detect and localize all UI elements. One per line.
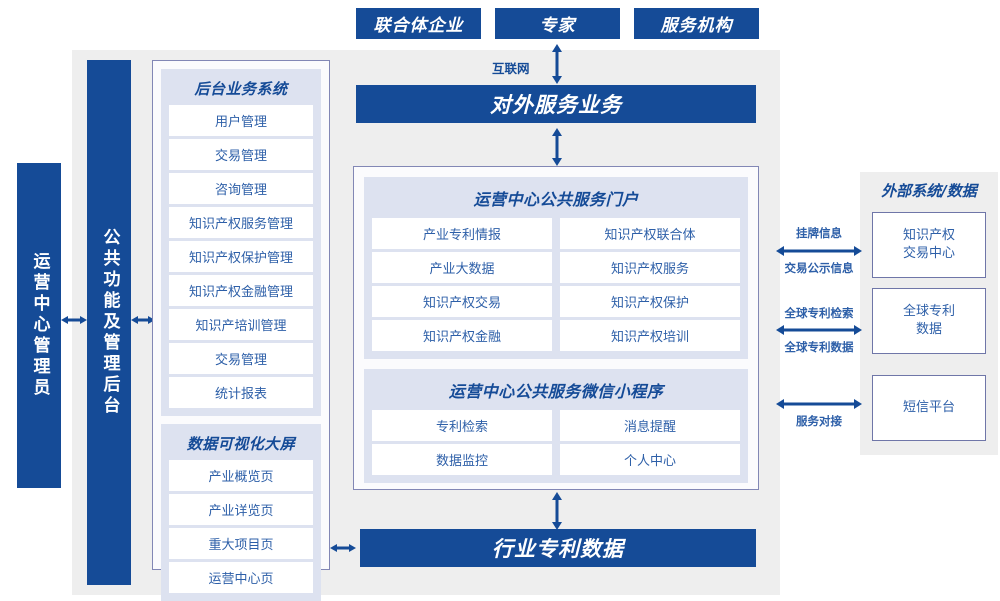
list-item[interactable]: 知识产培训管理	[169, 309, 313, 340]
operator-admin-label: 运营中心管理员	[29, 252, 50, 399]
external-box-global-patent-data[interactable]: 全球专利 数据	[872, 288, 986, 354]
internet-label: 互联网	[492, 61, 530, 76]
list-item[interactable]: 专利检索	[372, 410, 552, 441]
connector-label-listing-info: 挂牌信息	[796, 226, 842, 240]
connector-label-global-patent-search: 全球专利检索	[784, 306, 854, 320]
list-item[interactable]: 知识产权服务	[560, 252, 740, 283]
list-item[interactable]: 交易管理	[169, 139, 313, 170]
list-item[interactable]: 产业专利情报	[372, 218, 552, 249]
actor-box-consortium[interactable]: 联合体企业	[356, 8, 481, 39]
actor-box-expert[interactable]: 专家	[495, 8, 620, 39]
external-systems-title: 外部系统/数据	[881, 182, 977, 200]
list-item[interactable]: 交易管理	[169, 343, 313, 374]
arrow-operator-to-common	[61, 312, 87, 328]
list-item[interactable]: 知识产权保护	[560, 286, 740, 317]
arrow-external-sms	[776, 396, 862, 412]
external-box-ip-exchange[interactable]: 知识产权 交易中心	[872, 212, 986, 278]
operator-admin-bar[interactable]: 运营中心管理员	[17, 163, 61, 488]
common-function-bar[interactable]: 公共功能及管理后台	[87, 60, 131, 585]
connector-label-service-docking: 服务对接	[796, 414, 842, 428]
arrow-left-column-to-bottom-bar	[330, 540, 356, 556]
arrow-external-ip-exchange	[776, 243, 862, 259]
list-item[interactable]: 知识产权联合体	[560, 218, 740, 249]
list-item[interactable]: 消息提醒	[560, 410, 740, 441]
backend-system-list: 用户管理 交易管理 咨询管理 知识产权服务管理 知识产权保护管理 知识产权金融管…	[169, 105, 313, 408]
miniprogram-title: 运营中心公共服务微信小程序	[448, 382, 664, 401]
portal-title: 运营中心公共服务门户	[473, 190, 639, 209]
common-function-label: 公共功能及管理后台	[99, 228, 120, 417]
industry-patent-data-bar[interactable]: 行业专利数据	[360, 529, 756, 567]
external-box-sms-platform[interactable]: 短信平台	[872, 375, 986, 441]
connector-label-global-patent-data: 全球专利数据	[784, 340, 854, 354]
portal-grid: 产业专利情报 知识产权联合体 产业大数据 知识产权服务 知识产权交易 知识产权保…	[372, 218, 740, 351]
external-service-bar[interactable]: 对外服务业务	[356, 85, 756, 123]
center-column-container: 运营中心公共服务门户 产业专利情报 知识产权联合体 产业大数据 知识产权服务 知…	[353, 166, 759, 490]
list-item[interactable]: 知识产权培训	[560, 320, 740, 351]
list-item[interactable]: 统计报表	[169, 377, 313, 408]
left-column-container: 后台业务系统 用户管理 交易管理 咨询管理 知识产权服务管理 知识产权保护管理 …	[152, 60, 330, 601]
list-item[interactable]: 数据监控	[372, 444, 552, 475]
miniprogram-grid: 专利检索 消息提醒 数据监控 个人中心	[372, 410, 740, 475]
arrow-external-global-patent	[776, 322, 862, 338]
list-item[interactable]: 咨询管理	[169, 173, 313, 204]
list-item[interactable]: 运营中心页	[169, 562, 313, 593]
list-item[interactable]: 知识产权服务管理	[169, 207, 313, 238]
list-item[interactable]: 知识产权金融管理	[169, 275, 313, 306]
list-item[interactable]: 个人中心	[560, 444, 740, 475]
miniprogram-group: 运营中心公共服务微信小程序 专利检索 消息提醒 数据监控 个人中心	[364, 369, 748, 483]
list-item[interactable]: 用户管理	[169, 105, 313, 136]
list-item[interactable]: 知识产权保护管理	[169, 241, 313, 272]
backend-system-title: 后台业务系统	[194, 80, 288, 98]
visualization-group: 数据可视化大屏 产业概览页 产业详览页 重大项目页 运营中心页	[161, 424, 321, 601]
visualization-title: 数据可视化大屏	[186, 435, 296, 453]
list-item[interactable]: 重大项目页	[169, 528, 313, 559]
actor-box-service-org[interactable]: 服务机构	[634, 8, 759, 39]
list-item[interactable]: 产业大数据	[372, 252, 552, 283]
list-item[interactable]: 知识产权金融	[372, 320, 552, 351]
connector-label-trade-disclosure: 交易公示信息	[784, 261, 854, 275]
arrow-internet	[549, 44, 565, 84]
arrow-service-to-portal	[549, 128, 565, 166]
list-item[interactable]: 产业详览页	[169, 494, 313, 525]
portal-group: 运营中心公共服务门户 产业专利情报 知识产权联合体 产业大数据 知识产权服务 知…	[364, 177, 748, 359]
backend-system-group: 后台业务系统 用户管理 交易管理 咨询管理 知识产权服务管理 知识产权保护管理 …	[161, 69, 321, 416]
arrow-common-to-left-column	[131, 312, 155, 328]
list-item[interactable]: 产业概览页	[169, 460, 313, 491]
arrow-portal-to-bottom-bar	[549, 492, 565, 530]
visualization-list: 产业概览页 产业详览页 重大项目页 运营中心页	[169, 460, 313, 593]
list-item[interactable]: 知识产权交易	[372, 286, 552, 317]
